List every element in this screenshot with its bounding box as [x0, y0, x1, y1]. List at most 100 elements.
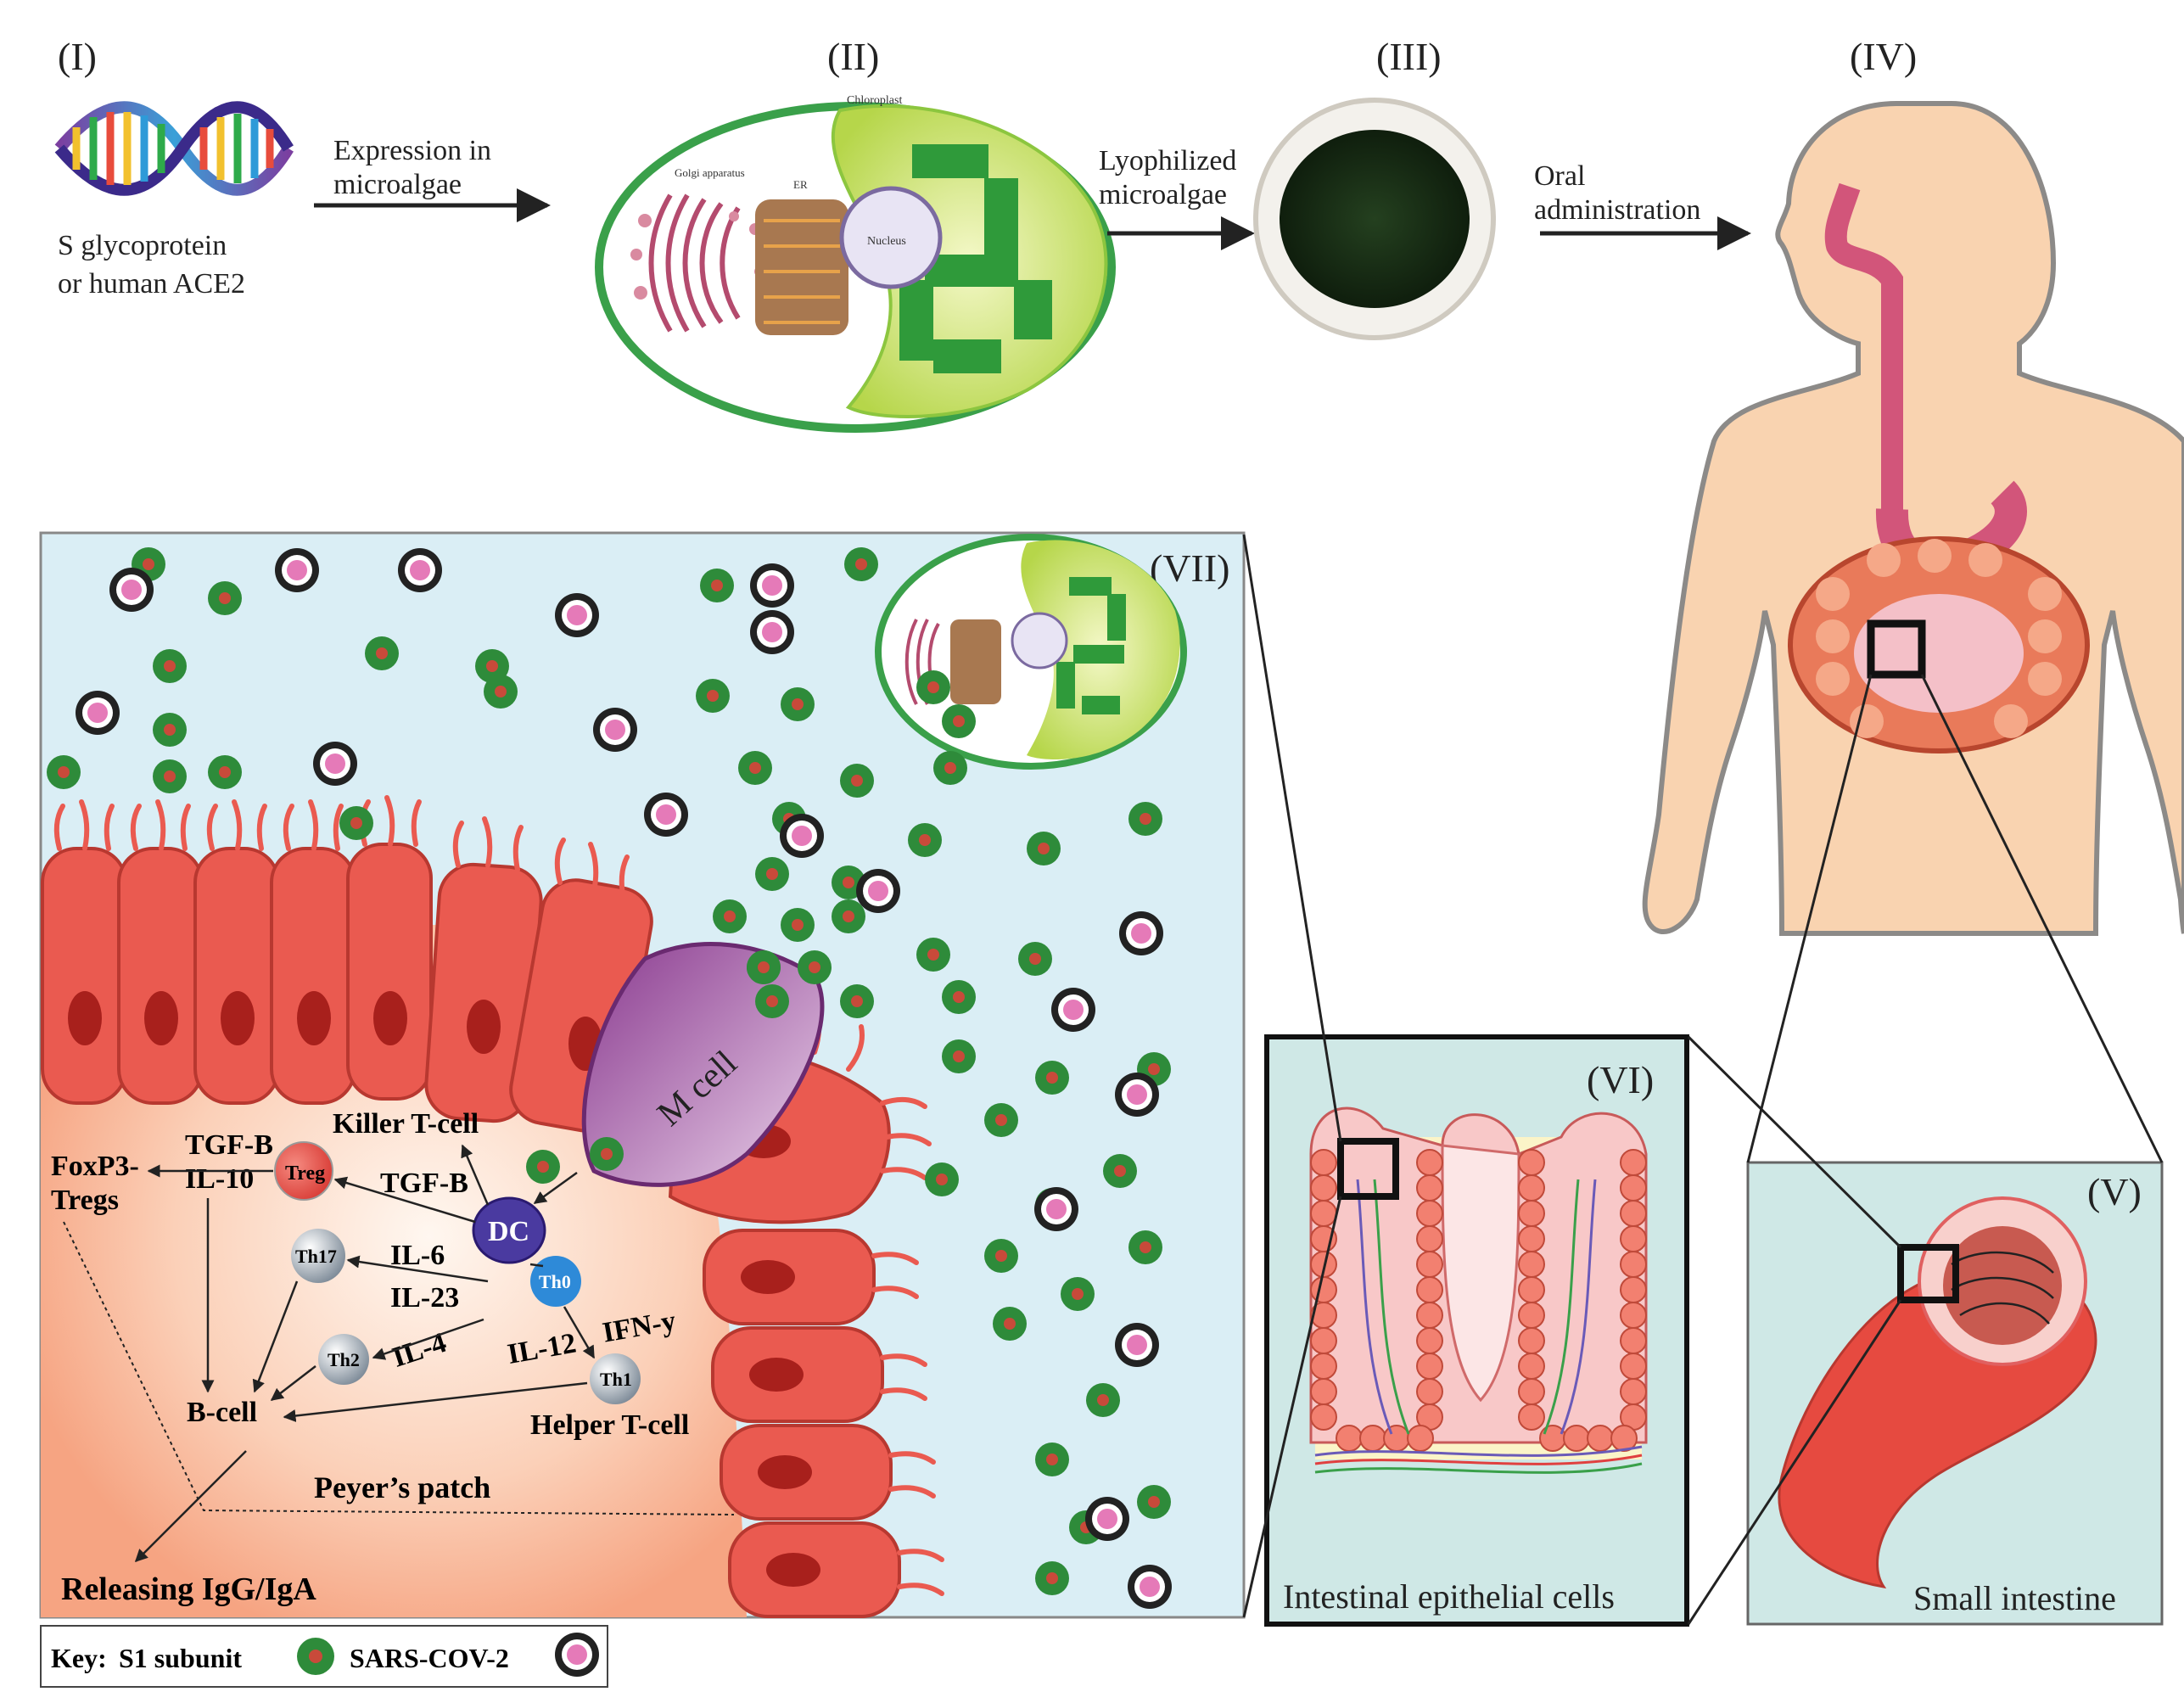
s1-subunit-core — [995, 1250, 1007, 1262]
sars-cov-2-particle — [325, 753, 345, 774]
epithelial-cell-bead — [1518, 1225, 1545, 1252]
particle-field — [47, 547, 1172, 1609]
dendritic-cell — [472, 1196, 546, 1264]
bcell-label: B-cell — [187, 1397, 257, 1428]
epithelial-cell-bead — [1610, 1425, 1638, 1452]
th0-label: Th0 — [539, 1271, 571, 1292]
s1-subunit-core — [995, 1114, 1007, 1126]
epithelial-cell-bead — [1416, 1302, 1443, 1329]
sars-cov-2-particle — [1046, 1199, 1067, 1219]
s1-subunit-core — [953, 715, 965, 727]
panel-vii: (VII) — [39, 531, 1246, 1619]
nucleus-label: Nucleus — [867, 235, 906, 248]
th17-label: Th17 — [295, 1246, 337, 1267]
s1-subunit-core — [936, 1174, 948, 1185]
peyers-patch-label: Peyer’s patch — [314, 1471, 490, 1504]
sars-cov-2-particle — [1063, 1000, 1084, 1020]
sars-cov-2-particle — [792, 826, 812, 846]
s1-subunit-core — [1140, 1241, 1151, 1253]
epithelial-cell-bead — [1620, 1174, 1647, 1202]
epithelial-cell-bead — [1310, 1378, 1337, 1405]
s1-subunit-core — [537, 1161, 549, 1173]
il23-label: IL-23 — [390, 1282, 459, 1314]
epithelial-cell-bead — [1310, 1174, 1337, 1202]
s1-subunit-core — [792, 698, 804, 710]
epithelial-cell-bead — [1416, 1327, 1443, 1354]
villus-structure — [1309, 1106, 1648, 1474]
inset-vi-caption: Intestinal epithelial cells — [1283, 1577, 1615, 1616]
s1-subunit-core — [758, 961, 770, 973]
epithelial-cell-bead — [1416, 1174, 1443, 1202]
il10-label: IL-10 — [185, 1163, 254, 1195]
epithelial-cell-bead — [1416, 1353, 1443, 1380]
epithelial-cell-bead — [1620, 1200, 1647, 1227]
epithelial-cell-bead — [1416, 1225, 1443, 1252]
s1-subunit-core — [724, 910, 736, 922]
sars-cov-2-particle — [1140, 1577, 1160, 1597]
tgfb-label-2: TGF-B — [380, 1168, 468, 1199]
s1-subunit-core — [350, 817, 362, 829]
s1-subunit-core — [953, 991, 965, 1003]
zoom-box-intestine — [1897, 1244, 1959, 1303]
epithelial-cell-bead — [1620, 1353, 1647, 1380]
s1-subunit-core — [1046, 1454, 1058, 1465]
sars-cov-2-particle — [868, 881, 888, 901]
epithelial-cell-bead — [1518, 1378, 1545, 1405]
epithelial-cell-bead — [1518, 1251, 1545, 1278]
s1-subunit-core — [749, 762, 761, 774]
s1-subunit-core — [1029, 953, 1041, 965]
mini-microalgae-cell — [875, 534, 1187, 770]
s1-subunit-core — [495, 686, 507, 697]
epithelial-cell-bead — [1620, 1251, 1647, 1278]
s1-subunit-core — [927, 681, 939, 693]
panel-label-v: (V) — [2087, 1170, 2142, 1213]
th1-label: Th1 — [600, 1369, 632, 1390]
legend-key: Key: S1 subunit SARS-COV-2 — [40, 1625, 608, 1688]
zoom-box-villus — [1337, 1138, 1399, 1200]
golgi-label: Golgi apparatus — [675, 166, 745, 179]
th0-cell — [530, 1256, 581, 1307]
epithelial-cell-bead — [1620, 1149, 1647, 1176]
s1-subunit-core — [855, 558, 867, 570]
s1-subunit-core — [766, 868, 778, 880]
s1-subunit-core — [1046, 1572, 1058, 1584]
sars-cov-2-particle — [567, 605, 587, 625]
epithelial-cell-bead — [1310, 1276, 1337, 1303]
key-s1-label: S1 subunit — [119, 1643, 242, 1673]
epithelial-cell-bead — [1518, 1353, 1545, 1380]
s1-subunit-core — [851, 995, 863, 1007]
epithelial-cell-bead — [1620, 1225, 1647, 1252]
epithelial-cell-bead — [1310, 1353, 1337, 1380]
sars-cov-2-particle — [287, 560, 307, 580]
il6-label: IL-6 — [390, 1240, 445, 1271]
s1-subunit-core — [219, 766, 231, 778]
epithelial-cell-bead — [1310, 1200, 1337, 1227]
epithelial-cell-bead — [1620, 1327, 1647, 1354]
epithelial-cell-bead — [1416, 1149, 1443, 1176]
epithelial-cell-bead — [1620, 1276, 1647, 1303]
immune-network: Treg DC Th17 Th0 Th2 Th1 Killer T-cell F… — [51, 1108, 735, 1607]
arrow1-label-1: Expression in — [333, 135, 491, 166]
panel-label-iv: (IV) — [1850, 35, 1917, 78]
panel-label-i: (I) — [58, 35, 97, 78]
s1-subunit-core — [1004, 1318, 1016, 1330]
s1-subunit-core — [843, 910, 854, 922]
sars-cov-2-particle — [656, 804, 676, 825]
sars-cov-2-particle — [410, 560, 430, 580]
s1-subunit-core — [58, 766, 70, 778]
sars-cov-2-particle — [87, 703, 108, 723]
zoom-box-body — [1867, 619, 1926, 679]
s1-subunit-core — [164, 724, 176, 736]
sars-cov-2-particle — [762, 575, 782, 596]
panel-label-vii: (VII) — [1150, 546, 1230, 590]
sars-cov-2-particle — [1131, 923, 1151, 944]
s1-subunit-core — [843, 877, 854, 888]
s1-subunit-core — [1114, 1165, 1126, 1177]
s1-subunit-core — [953, 1050, 965, 1062]
zoom-connectors — [1242, 534, 2164, 1625]
s1-subunit-core — [219, 592, 231, 604]
sars-cov-2-particle — [121, 580, 142, 600]
epithelial-cell-bead — [1518, 1200, 1545, 1227]
foxp3-label-1: FoxP3- — [51, 1151, 139, 1182]
